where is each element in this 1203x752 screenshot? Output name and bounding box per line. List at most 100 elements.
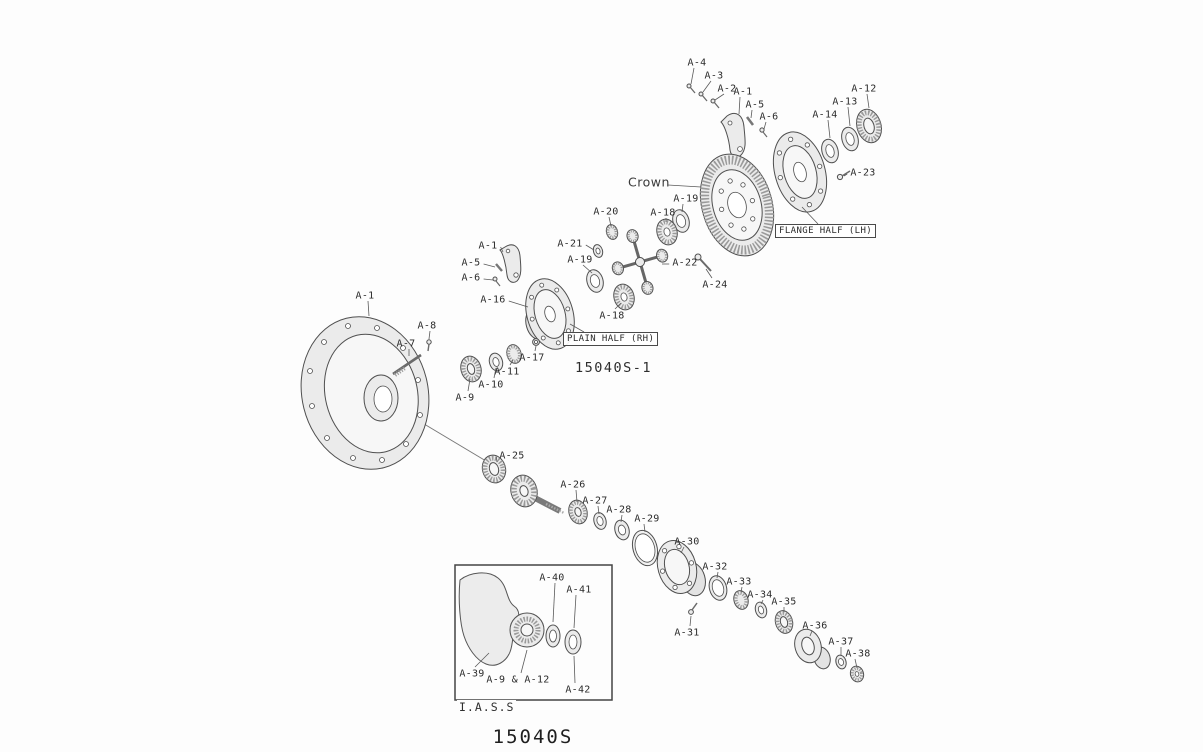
part-a-1-lock-bracket-top	[720, 113, 746, 158]
callout-label-a-35: A-35	[771, 597, 796, 608]
plain-half-rh-label: PLAIN HALF (RH)	[563, 332, 659, 346]
leader-line-a-16	[508, 300, 529, 308]
leader-line-a-14	[827, 119, 831, 139]
callout-label-a-1: A-1	[734, 87, 753, 98]
callout-label-a-19: A-19	[567, 255, 592, 266]
leader-line-a-19	[582, 264, 593, 274]
callout-label-a-33: A-33	[726, 577, 751, 588]
part-a-7-stud-bolt	[392, 353, 422, 377]
callout-label-crown: Crown	[628, 175, 670, 190]
part-a-20-gear	[605, 224, 619, 240]
part-a-36-companion-flange	[794, 628, 831, 670]
callout-label-a-7: A-7	[397, 339, 416, 350]
part-a-28-washer	[614, 519, 630, 541]
leader-line-a-6	[763, 121, 767, 130]
leader-line-a-18	[614, 302, 622, 310]
inset-box	[454, 564, 613, 701]
callout-label-a-22: A-22	[672, 258, 697, 269]
part-flange-half-case	[772, 131, 828, 213]
flange-half-lh-label: FLANGE HALF (LH)	[775, 224, 877, 238]
callout-layer: A-4A-3A-2A-1A-5A-6A-12A-13A-14A-23CrownA…	[356, 58, 877, 696]
part-a-33-gear	[733, 590, 749, 610]
leader-line-a-8	[428, 330, 431, 340]
part-a-37-washer	[835, 654, 847, 670]
callout-label-a-24: A-24	[702, 280, 727, 291]
leader-line-a-36	[809, 630, 813, 637]
leader-line-a-31	[689, 615, 692, 627]
part-a-32-ring	[708, 575, 728, 601]
leader-line-a-2	[714, 93, 725, 101]
leader-line-a-1	[500, 246, 504, 253]
part-inset-oil-seal	[564, 629, 582, 655]
part-a-8-pin	[426, 339, 432, 352]
part-a-1-lock-bracket-mid	[499, 244, 522, 283]
callout-label-a-19: A-19	[673, 194, 698, 205]
callout-label-a-13: A-13	[832, 97, 857, 108]
leader-line-a-32	[716, 571, 719, 579]
leader-line-a-21	[585, 244, 595, 251]
part-a-11-bearing-cone	[506, 344, 522, 364]
leader-line-a-34	[760, 599, 764, 605]
part-a-26-bearing	[568, 499, 588, 525]
leader-line-a-4	[690, 67, 695, 85]
callout-label-a-20: A-20	[593, 207, 618, 218]
callout-label-a-12: A-12	[851, 84, 876, 95]
callout-label-a-18: A-18	[650, 208, 675, 219]
leader-line-a-3	[702, 80, 712, 93]
callout-label-a-17: A-17	[519, 353, 544, 364]
leader-line-a-19	[681, 203, 684, 213]
leader-line-a-20	[608, 216, 612, 227]
callout-label-a-38: A-38	[845, 649, 870, 660]
plain-half-leader-line	[569, 323, 585, 333]
callout-label-a-1: A-1	[356, 291, 375, 302]
leader-line-a-23	[843, 173, 848, 177]
callout-label-a-21: A-21	[557, 239, 582, 250]
leader-line-a-28	[620, 514, 623, 523]
leader-line-a-12	[866, 93, 870, 109]
part-plain-half-case	[525, 278, 575, 350]
callout-label-a-5: A-5	[746, 100, 765, 111]
part-a-25-bearing	[481, 454, 507, 484]
callout-label-a-18: A-18	[599, 311, 624, 322]
part-a-31-bolt	[688, 602, 698, 615]
part-a-30-bearing-retainer	[656, 540, 706, 597]
callout-label-a-32: A-32	[702, 562, 727, 573]
callout-label-a-41: A-41	[566, 585, 591, 596]
part-a-10-washer	[488, 352, 504, 372]
drawing-number: 15040S	[492, 726, 574, 748]
callout-label-a-25: A-25	[499, 451, 524, 462]
part-drive-pinion	[510, 474, 565, 515]
leader-line-a-29	[643, 523, 646, 533]
callout-label-a-5: A-5	[462, 258, 481, 269]
flange-half-leader-line	[801, 206, 819, 225]
leader-line-a-38	[854, 658, 858, 669]
leader-line-a-27	[597, 505, 600, 515]
part-a-18-side-gear-upper	[656, 218, 678, 246]
leader-line-a-5	[750, 109, 753, 119]
leader-line-a-9-a-12	[520, 649, 528, 674]
callout-label-a-6: A-6	[760, 112, 779, 123]
leader-line-a-40	[552, 582, 556, 623]
leader-line-a-1	[367, 300, 370, 317]
leader-line-a-26	[575, 489, 578, 503]
callout-label-a-9: A-9	[456, 393, 475, 404]
callout-label-a-2: A-2	[718, 84, 737, 95]
callout-label-a-16: A-16	[480, 295, 505, 306]
callout-label-a-40: A-40	[539, 573, 564, 584]
callout-label-a-28: A-28	[606, 505, 631, 516]
callout-label-a-3: A-3	[705, 71, 724, 82]
part-a-38-castle-nut	[849, 665, 865, 683]
callout-label-a-29: A-29	[634, 514, 659, 525]
callout-label-a-37: A-37	[828, 637, 853, 648]
part-a-12-bearing	[856, 108, 882, 144]
part-inset-spacer	[545, 624, 561, 648]
sub-drawing-number: 15040S-1	[575, 360, 653, 376]
part-a-6-pin-mid	[492, 276, 501, 287]
callout-label-a-14: A-14	[812, 110, 837, 121]
leader-line-a-39	[474, 652, 490, 668]
leader-line-a-5	[483, 263, 496, 268]
leader-line-a-30	[680, 546, 685, 554]
callout-label-a-6: A-6	[462, 273, 481, 284]
